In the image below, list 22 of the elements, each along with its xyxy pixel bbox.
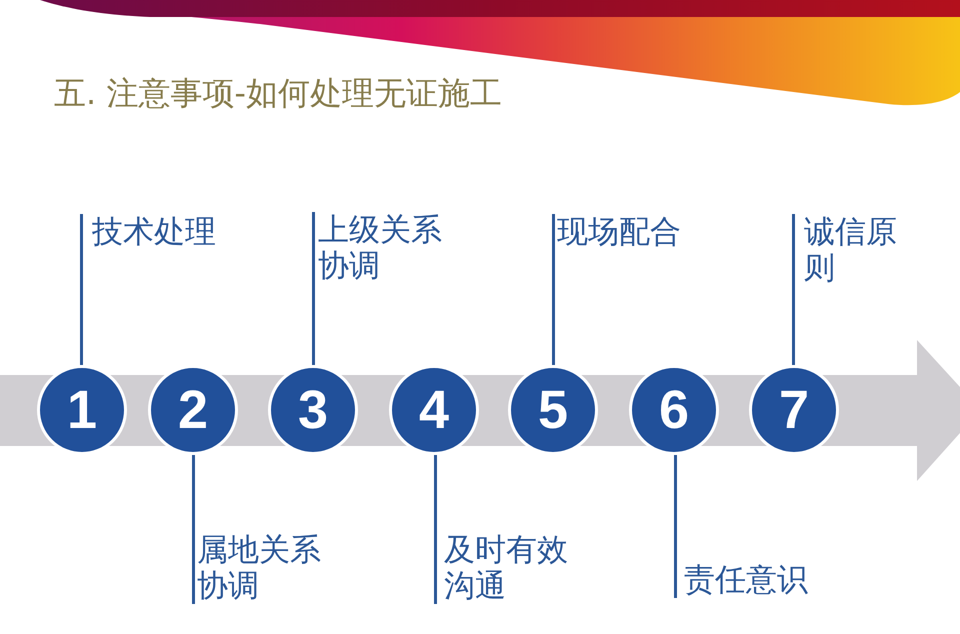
leader-line [434, 455, 437, 604]
step-label: 及时有效沟通 [444, 532, 569, 604]
step-label: 属地关系协调 [197, 532, 322, 604]
step-number: 3 [298, 383, 328, 437]
leader-line [312, 212, 315, 365]
step-number: 7 [778, 383, 810, 437]
step-number: 2 [178, 383, 208, 437]
leader-line [552, 214, 555, 365]
step-number: 5 [538, 383, 568, 437]
step-number: 1 [66, 383, 98, 437]
step-label: 责任意识 [684, 562, 808, 598]
leader-line [674, 455, 677, 598]
leader-line [792, 214, 795, 365]
slide-title: 五. 注意事项-如何处理无证施工 [54, 73, 502, 113]
step-label: 诚信原则 [804, 214, 898, 286]
leader-line [80, 214, 83, 365]
leader-line [192, 455, 195, 604]
step-label: 现场配合 [557, 214, 681, 250]
step-label: 上级关系协调 [318, 212, 443, 284]
step-label: 技术处理 [92, 214, 216, 250]
step-number: 6 [658, 383, 690, 437]
step-number: 4 [418, 383, 450, 437]
